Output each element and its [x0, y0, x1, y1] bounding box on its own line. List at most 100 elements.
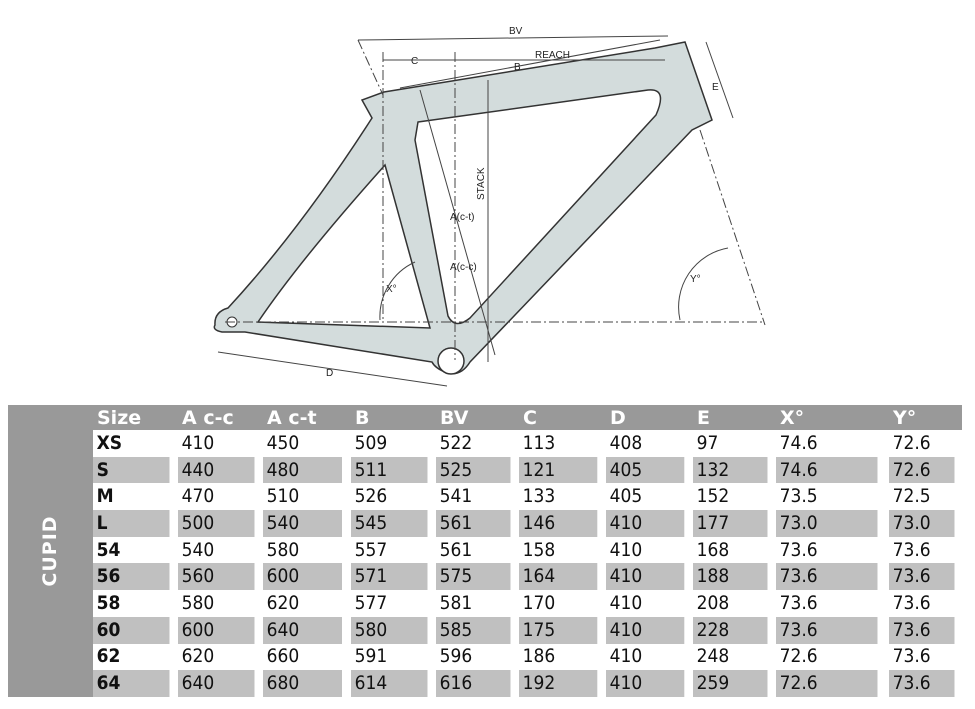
value-cell: 522: [439, 431, 473, 454]
value-cell: 152: [696, 485, 730, 508]
value-cell: 575: [436, 563, 511, 591]
svg-text:A(c-c): A(c-c): [450, 262, 477, 273]
svg-text:Y°: Y°: [690, 274, 701, 285]
value-cell: 640: [263, 616, 343, 644]
size-cell: 62: [96, 645, 121, 668]
table-row: 56 560 600 571 575 164 410 188 73.6 73.6: [93, 563, 962, 591]
value-cell: 73.5: [779, 485, 818, 508]
value-cell: 640: [178, 670, 255, 697]
column-header: A c-t: [263, 405, 351, 430]
value-cell: 73.0: [889, 510, 955, 537]
value-cell: 410: [181, 431, 215, 454]
value-cell: 480: [263, 456, 343, 484]
value-cell: 164: [519, 563, 598, 591]
value-cell: 585: [436, 616, 511, 644]
svg-text:BV: BV: [509, 26, 523, 37]
value-cell: 526: [354, 485, 388, 508]
bottom-bracket: [437, 347, 465, 375]
value-cell: 73.0: [776, 510, 878, 537]
value-cell: 470: [181, 485, 215, 508]
value-cell: 405: [609, 485, 643, 508]
value-cell: 561: [436, 510, 511, 537]
size-cell: 60: [93, 616, 170, 644]
svg-text:B: B: [514, 62, 521, 73]
size-cell: L: [93, 510, 170, 537]
value-cell: 259: [693, 670, 768, 697]
value-cell: 541: [439, 485, 473, 508]
svg-text:C: C: [411, 56, 418, 67]
value-cell: 510: [266, 485, 300, 508]
size-cell: S: [93, 456, 170, 484]
value-cell: 121: [519, 456, 598, 484]
size-cell: M: [96, 485, 114, 508]
value-cell: 73.6: [889, 563, 955, 591]
value-cell: 680: [263, 670, 343, 697]
value-cell: 72.6: [889, 456, 955, 484]
value-cell: 97: [696, 431, 719, 454]
value-cell: 571: [351, 563, 428, 591]
column-header: D: [606, 405, 693, 430]
value-cell: 561: [439, 538, 473, 561]
column-header: Y°: [889, 405, 962, 430]
value-cell: 410: [606, 510, 685, 537]
value-cell: 188: [693, 563, 768, 591]
value-cell: 596: [439, 645, 473, 668]
value-cell: 73.6: [892, 591, 931, 614]
size-cell: 54: [96, 538, 121, 561]
value-cell: 228: [693, 616, 768, 644]
svg-text:REACH: REACH: [535, 50, 570, 61]
value-cell: 580: [351, 616, 428, 644]
size-cell: 64: [93, 670, 170, 697]
value-cell: 113: [522, 431, 556, 454]
value-cell: 511: [351, 456, 428, 484]
svg-text:A(c-t): A(c-t): [450, 212, 474, 223]
value-cell: 614: [351, 670, 428, 697]
value-cell: 600: [178, 616, 255, 644]
dimension-lines: [217, 35, 766, 387]
value-cell: 410: [606, 563, 685, 591]
column-header: Size: [93, 405, 178, 430]
value-cell: 545: [351, 510, 428, 537]
value-cell: 186: [522, 645, 556, 668]
value-cell: 74.6: [776, 456, 878, 484]
value-cell: 600: [263, 563, 343, 591]
value-cell: 620: [181, 645, 215, 668]
value-cell: 580: [181, 591, 215, 614]
value-cell: 660: [266, 645, 300, 668]
value-cell: 408: [609, 431, 643, 454]
value-cell: 580: [266, 538, 300, 561]
value-cell: 410: [606, 670, 685, 697]
value-cell: 560: [178, 563, 255, 591]
value-cell: 620: [266, 591, 300, 614]
value-cell: 500: [178, 510, 255, 537]
column-header: X°: [776, 405, 889, 430]
column-header: C: [519, 405, 606, 430]
size-cell: 56: [93, 563, 170, 591]
svg-text:D: D: [326, 368, 333, 379]
value-cell: 410: [609, 645, 643, 668]
value-cell: 405: [606, 456, 685, 484]
value-cell: 581: [439, 591, 473, 614]
svg-text:STACK: STACK: [476, 167, 487, 200]
value-cell: 73.6: [892, 645, 931, 668]
value-cell: 208: [696, 591, 730, 614]
svg-text:X°: X°: [386, 284, 397, 295]
value-cell: 132: [693, 456, 768, 484]
value-cell: 168: [696, 538, 730, 561]
value-cell: 591: [354, 645, 388, 668]
value-cell: 73.6: [892, 538, 931, 561]
value-cell: 450: [266, 431, 300, 454]
value-cell: 73.6: [776, 563, 878, 591]
value-cell: 440: [178, 456, 255, 484]
value-cell: 146: [519, 510, 598, 537]
value-cell: 72.6: [779, 645, 818, 668]
